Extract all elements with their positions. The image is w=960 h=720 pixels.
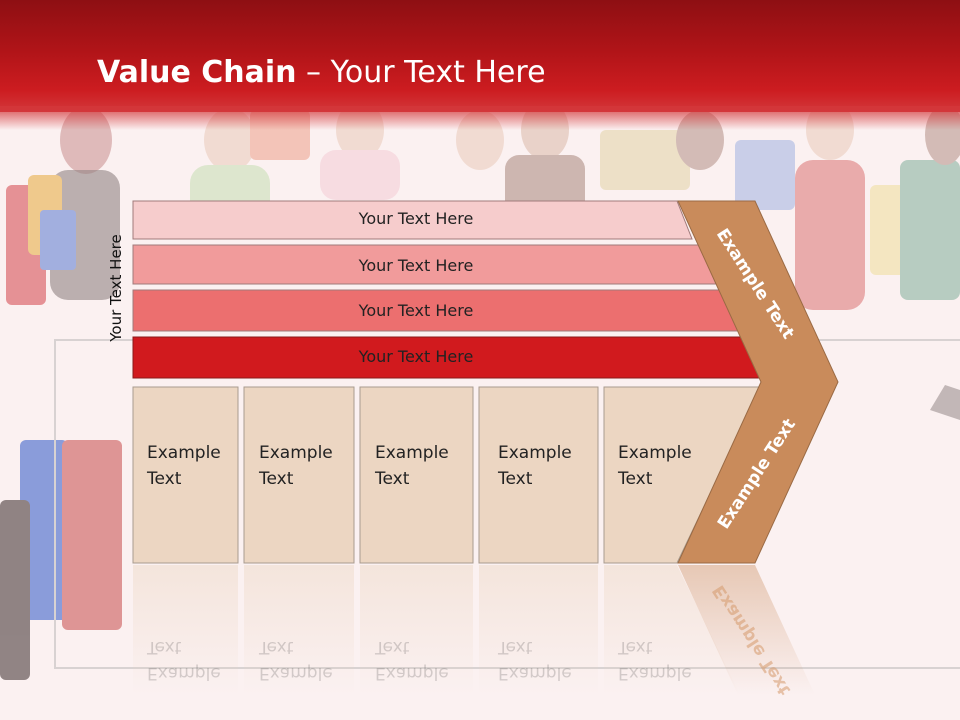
primary-column-1 [132, 386, 239, 564]
margin-chevron [677, 200, 839, 564]
support-bar-label-1: Your Text Here [358, 209, 474, 228]
support-bar-1 [132, 200, 693, 240]
title-bold: Value Chain [97, 55, 297, 90]
title-bar [0, 0, 960, 112]
primary-column-3 [359, 386, 474, 564]
column-reflection [360, 565, 473, 695]
side-label: Your Text Here [107, 234, 125, 342]
title-rest: – Your Text Here [296, 55, 546, 90]
primary-column-2 [243, 386, 355, 564]
primary-column-5 [603, 386, 762, 564]
support-bar-label-2: Your Text Here [358, 256, 474, 275]
support-bar-label-4: Your Text Here [358, 347, 474, 366]
column-reflection [604, 565, 740, 695]
title-bar-fade [0, 106, 960, 130]
column-reflection [244, 565, 354, 695]
column-reflection [133, 565, 238, 695]
column-reflection [479, 565, 598, 695]
slide-title: Value Chain – Your Text Here [97, 55, 546, 90]
primary-column-4 [478, 386, 599, 564]
support-bar-label-3: Your Text Here [358, 301, 474, 320]
margin-chevron-reflection [678, 565, 815, 695]
